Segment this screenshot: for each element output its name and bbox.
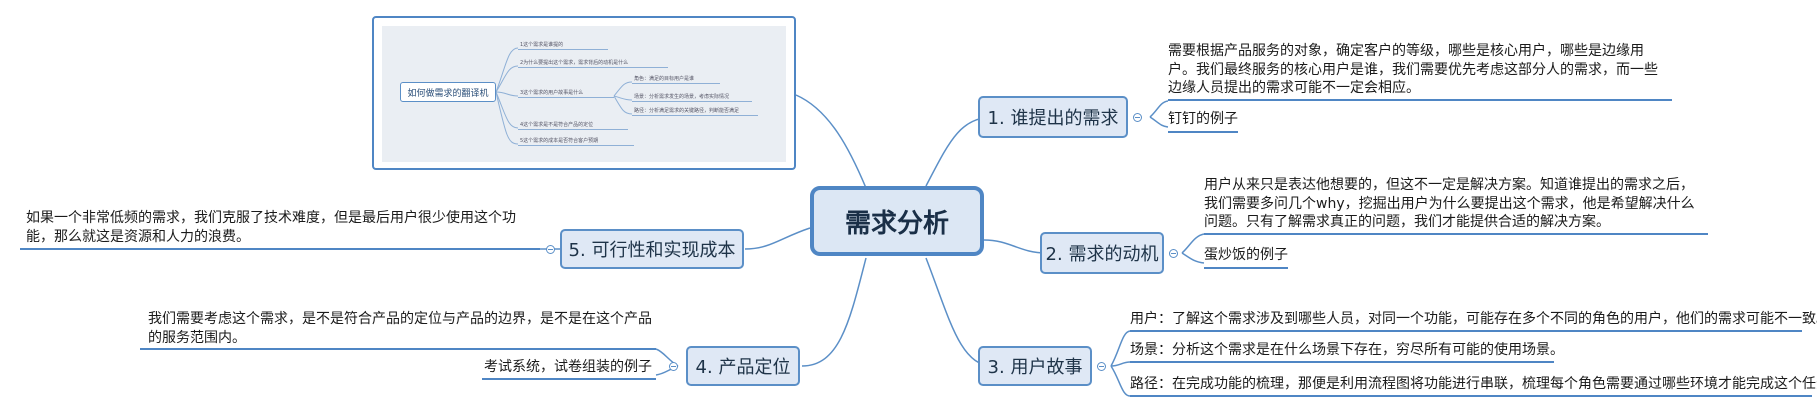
- link-root-thumbnail: [796, 95, 866, 188]
- branch-product-positioning[interactable]: 4. 产品定位: [686, 346, 800, 386]
- branch-example[interactable]: 钉钉的例子: [1168, 110, 1238, 129]
- thumbnail-item: 1这个需求是谁提的: [520, 42, 563, 48]
- branch-note: 我们需要考虑这个需求，是不是符合产品的定位与产品的边界，是不是在这个产品的服务范…: [148, 310, 656, 347]
- collapse-toggle-icon[interactable]: [1169, 249, 1178, 258]
- note-underline: [1168, 99, 1672, 101]
- branch-example[interactable]: 蛋炒饭的例子: [1204, 246, 1288, 265]
- branch-feasibility-cost[interactable]: 5. 可行性和实现成本: [560, 229, 744, 269]
- link-root-b5: [745, 228, 810, 249]
- user-story-item: 场景：分析这个需求是在什么场景下存在，穷尽所有可能的使用场景。: [1130, 341, 1564, 360]
- link-b3-user: [1111, 331, 1130, 366]
- note-underline: [140, 348, 656, 350]
- branch-user-story[interactable]: 3. 用户故事: [978, 346, 1092, 386]
- collapse-toggle-icon[interactable]: [1097, 362, 1106, 371]
- branch-who-raised-requirement[interactable]: 1. 谁提出的需求: [978, 96, 1128, 138]
- thumbnail-item: 3这个需求的用户故事是什么: [520, 90, 583, 96]
- link-root-b2: [984, 240, 1046, 253]
- collapse-toggle-icon[interactable]: [669, 362, 678, 371]
- user-story-item: 路径：在完成功能的梳理，那便是利用流程图将功能进行串联，梳理每个角色需要通过哪些…: [1130, 375, 1817, 394]
- example-underline: [482, 378, 656, 380]
- thumbnail-item: 2为什么要提出这个需求，需求背后的动机是什么: [520, 60, 628, 66]
- branch-note: 如果一个非常低频的需求，我们克服了技术难度，但是最后用户很少使用这个功能，那么就…: [26, 209, 534, 246]
- link-b3-scene: [1111, 362, 1130, 366]
- item-underline: [1130, 361, 1554, 363]
- thumbnail-item: 路径：分析满足需求的关键路径，判断能否满足: [634, 108, 739, 114]
- link-b2-example: [1182, 253, 1204, 263]
- thumbnail-item: 角色：满足的目标用户是谁: [634, 76, 694, 82]
- thumbnail-root-node: 如何做需求的翻译机: [400, 82, 496, 102]
- user-story-item: 用户：了解这个需求涉及到哪些人员，对同一个功能，可能存在多个不同的角色的用户，他…: [1130, 310, 1817, 329]
- embedded-mindmap-canvas: 如何做需求的翻译机 1这个需求是谁提的 2为什么要提出这个需求，需求背后的动机是…: [382, 26, 786, 162]
- thumbnail-item: 5这个需求的成本是否符合客户预期: [520, 138, 598, 144]
- branch-example[interactable]: 考试系统，试卷组装的例子: [484, 358, 652, 377]
- collapse-toggle-icon[interactable]: [1133, 113, 1142, 122]
- link-b3-path: [1111, 366, 1130, 396]
- example-underline: [1204, 267, 1288, 269]
- link-b2-note: [1182, 234, 1204, 253]
- thumbnail-item: 场景：分析需求发生的场景，考虑实际情况: [634, 94, 729, 100]
- link-b1-example: [1150, 117, 1168, 127]
- item-underline: [1130, 330, 1802, 332]
- collapse-toggle-icon[interactable]: [546, 245, 555, 254]
- link-root-b4: [802, 258, 866, 366]
- link-b1-note: [1150, 101, 1168, 117]
- note-underline: [1204, 233, 1708, 235]
- example-underline: [1168, 131, 1238, 133]
- embedded-mindmap-image: 如何做需求的翻译机 1这个需求是谁提的 2为什么要提出这个需求，需求背后的动机是…: [372, 16, 796, 170]
- root-topic[interactable]: 需求分析: [810, 186, 984, 256]
- note-underline: [20, 248, 540, 250]
- branch-note: 需要根据产品服务的对象，确定客户的等级，哪些是核心用户，哪些是边缘用户。我们最终…: [1168, 42, 1668, 98]
- branch-requirement-motivation[interactable]: 2. 需求的动机: [1040, 232, 1164, 274]
- thumbnail-item: 4这个需求是不是符合产品的定位: [520, 122, 593, 128]
- item-underline: [1130, 395, 1812, 397]
- branch-note: 用户从来只是表达他想要的，但这不一定是解决方案。知道谁提出的需求之后，我们需要多…: [1204, 176, 1704, 232]
